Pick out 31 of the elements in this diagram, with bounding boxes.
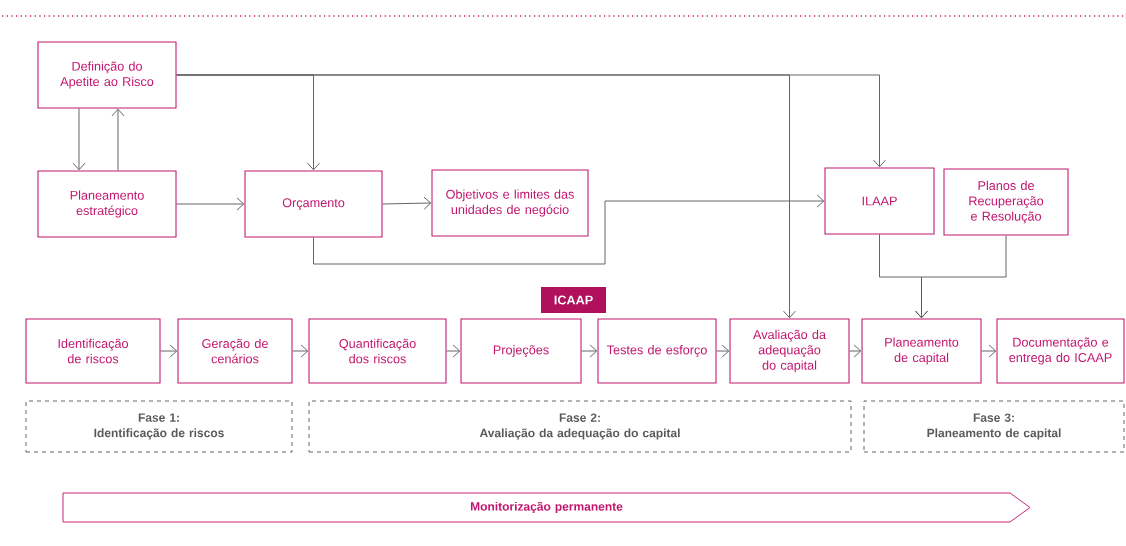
arrow [72, 108, 86, 171]
process-box: Avaliação da adequação do capital [729, 318, 850, 384]
arrow [176, 197, 245, 211]
process-box: Projeções [460, 318, 582, 384]
process-box: Quantificação dos riscos [308, 318, 447, 384]
banner-arrow: Monitorização permanente [470, 501, 623, 514]
arrow [446, 344, 461, 358]
process-box: Planos de Recuperação e Resolução [943, 168, 1069, 236]
process-box: Testes de esforço [597, 318, 717, 384]
arrow [111, 108, 125, 171]
arrow [382, 196, 432, 210]
process-box: ILAAP [824, 167, 935, 235]
arrow [581, 344, 598, 358]
process-box: Planeamento de capital [861, 318, 982, 384]
process-box: Orçamento [244, 170, 383, 238]
phase-box: Fase 1: Identificação de riscos [25, 400, 293, 453]
arrow [160, 344, 178, 358]
process-box: Identificação de riscos [25, 318, 161, 384]
arrow [981, 344, 997, 358]
arrow [313, 194, 825, 265]
phase-box: Fase 2: Avaliação da adequação do capital [308, 400, 852, 453]
process-box: Documentação e entrega do ICAAP [996, 318, 1125, 384]
process-box: Planeamento estratégico [37, 170, 177, 238]
arrow [915, 235, 1007, 319]
process-box: Definição do Apetite ao Risco [37, 41, 177, 109]
section-tag: ICAAP [541, 287, 606, 313]
process-box: Objetivos e limites das unidades de negócio [431, 169, 589, 237]
phase-box: Fase 3: Planeamento de capital [863, 400, 1125, 453]
arrow [292, 344, 309, 358]
process-box: Geração de cenários [177, 318, 293, 384]
arrow [176, 74, 886, 168]
